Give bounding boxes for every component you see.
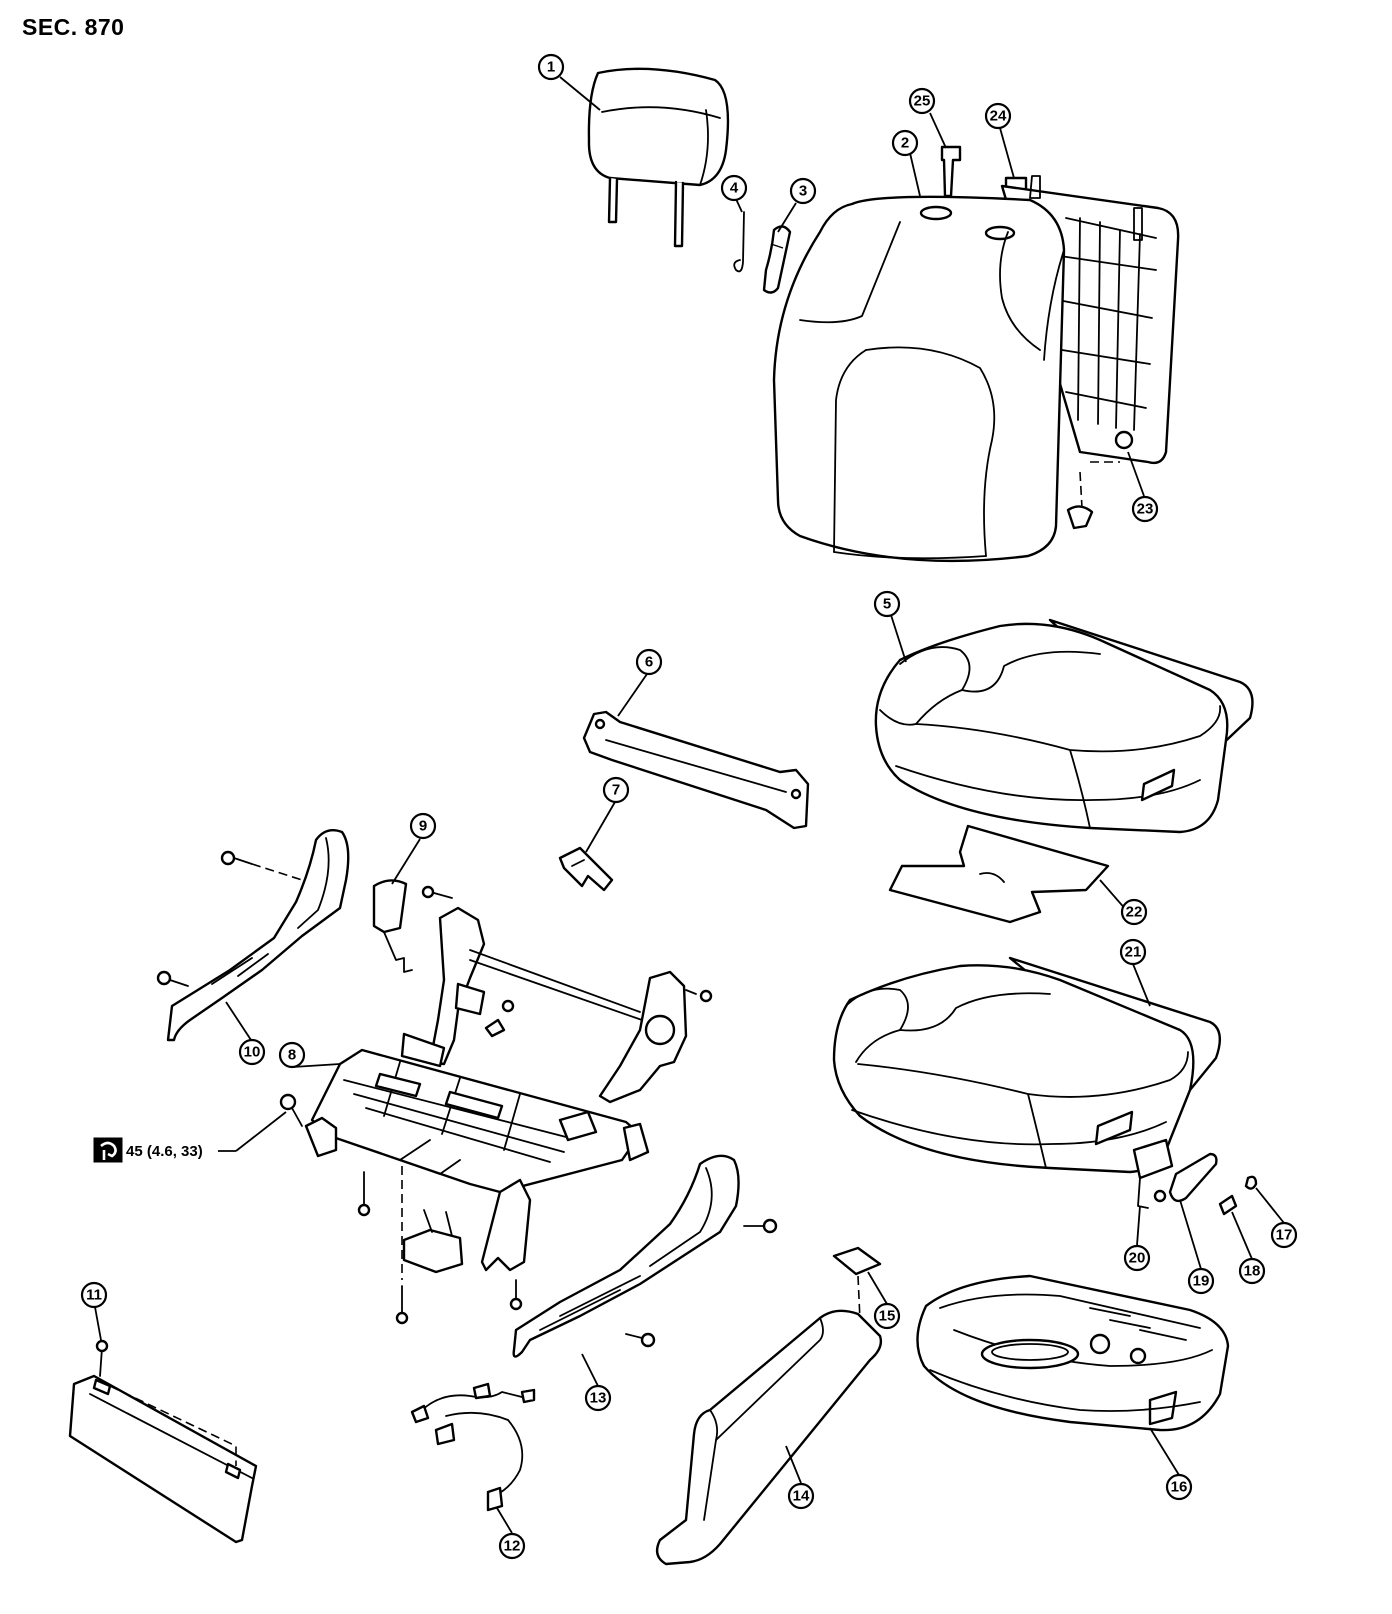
seat-pad xyxy=(888,824,1110,924)
headrest xyxy=(587,67,730,248)
headrest-guide xyxy=(762,225,792,294)
callout-19: 19 xyxy=(1187,1267,1215,1295)
callout-12: 12 xyxy=(498,1532,526,1560)
pad-15 xyxy=(832,1246,882,1321)
svg-text:1: 1 xyxy=(547,59,555,76)
torque-value: 45 (4.6, 33) xyxy=(126,1143,203,1160)
bolt xyxy=(509,1279,523,1311)
svg-text:18: 18 xyxy=(1244,1263,1261,1280)
callout-6: 6 xyxy=(635,648,663,676)
svg-text:17: 17 xyxy=(1276,1227,1293,1244)
svg-text:6: 6 xyxy=(645,654,653,671)
callout-21: 21 xyxy=(1119,938,1147,966)
callout-15: 15 xyxy=(873,1302,901,1330)
callout-8: 8 xyxy=(278,1041,306,1069)
callout-4: 4 xyxy=(720,174,748,202)
svg-text:15: 15 xyxy=(879,1308,896,1325)
svg-text:7: 7 xyxy=(612,782,620,799)
svg-text:19: 19 xyxy=(1193,1273,1210,1290)
svg-text:10: 10 xyxy=(244,1044,261,1061)
callout-2: 2 xyxy=(891,129,919,157)
side-cover xyxy=(655,1309,883,1566)
bolt xyxy=(421,885,453,899)
headrest-guide-25 xyxy=(940,145,962,198)
bolt xyxy=(395,1166,409,1325)
callout-20: 20 xyxy=(1123,1244,1151,1272)
callout-11: 11 xyxy=(80,1281,108,1309)
svg-text:16: 16 xyxy=(1171,1479,1188,1496)
side-cover-13 xyxy=(512,1154,778,1358)
svg-text:25: 25 xyxy=(914,93,931,110)
callout-25: 25 xyxy=(908,87,936,115)
side-cover-10 xyxy=(166,829,350,1042)
svg-text:23: 23 xyxy=(1137,501,1154,518)
trim-11 xyxy=(68,1339,258,1544)
bolt xyxy=(279,1093,303,1127)
bolt xyxy=(484,1018,506,1038)
headrest-clip xyxy=(733,211,745,273)
bolt xyxy=(156,970,189,987)
svg-text:12: 12 xyxy=(504,1538,521,1555)
seatback xyxy=(772,175,1180,563)
callout-22: 22 xyxy=(1120,898,1148,926)
seat-frame xyxy=(304,906,688,1272)
knob-18 xyxy=(1218,1194,1238,1216)
knob-17 xyxy=(1244,1175,1258,1190)
svg-text:24: 24 xyxy=(990,108,1007,125)
cushion-pan xyxy=(916,1274,1230,1432)
wire-harness xyxy=(410,1382,536,1512)
cushion-pad xyxy=(832,956,1222,1174)
bracket-7 xyxy=(558,846,614,892)
svg-text:21: 21 xyxy=(1125,944,1142,961)
callout-3: 3 xyxy=(789,177,817,205)
torque-wrench-icon xyxy=(93,1137,123,1163)
svg-text:3: 3 xyxy=(799,183,807,200)
svg-text:22: 22 xyxy=(1126,904,1143,921)
bolt xyxy=(357,1171,371,1217)
seat-cushion xyxy=(874,618,1254,834)
svg-text:13: 13 xyxy=(590,1390,607,1407)
callout-13: 13 xyxy=(584,1384,612,1412)
callout-17: 17 xyxy=(1270,1221,1298,1249)
knob-20 xyxy=(1132,1138,1174,1209)
svg-text:20: 20 xyxy=(1129,1250,1146,1267)
front-bar xyxy=(582,710,810,830)
bolt xyxy=(685,989,713,1003)
seatbelt-buckle xyxy=(372,879,413,973)
knob-19 xyxy=(1168,1152,1218,1203)
svg-text:8: 8 xyxy=(288,1047,296,1064)
callout-14: 14 xyxy=(787,1482,815,1510)
svg-text:14: 14 xyxy=(793,1488,810,1505)
bolt xyxy=(501,999,515,1013)
svg-text:4: 4 xyxy=(730,180,739,197)
callout-1: 1 xyxy=(537,53,565,81)
callout-24: 24 xyxy=(984,102,1012,130)
svg-text:9: 9 xyxy=(419,818,427,835)
bolt xyxy=(220,850,303,881)
callout-10: 10 xyxy=(238,1038,266,1066)
section-label: SEC. 870 xyxy=(22,14,125,40)
svg-text:11: 11 xyxy=(86,1287,102,1304)
torque-spec: 45 (4.6, 33) xyxy=(93,1137,236,1163)
callout-16: 16 xyxy=(1165,1473,1193,1501)
callout-7: 7 xyxy=(602,776,630,804)
svg-text:5: 5 xyxy=(883,596,891,613)
callout-18: 18 xyxy=(1238,1257,1266,1285)
callout-5: 5 xyxy=(873,590,901,618)
callout-23: 23 xyxy=(1131,495,1159,523)
callout-9: 9 xyxy=(409,812,437,840)
bracket xyxy=(402,1209,464,1274)
svg-text:2: 2 xyxy=(901,135,909,152)
